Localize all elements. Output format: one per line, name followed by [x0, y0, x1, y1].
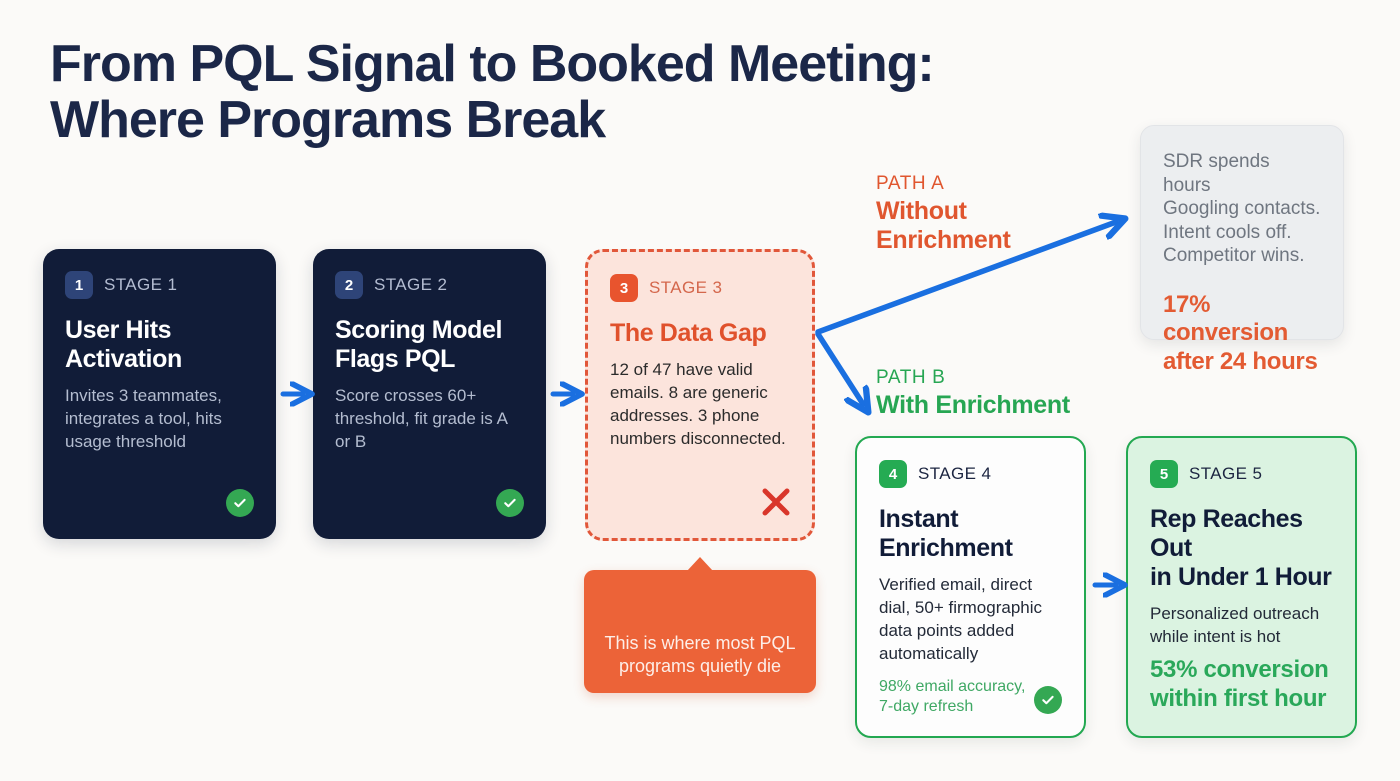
stage-1-check-icon: [226, 489, 254, 517]
stage-5-metric: 53% conversion within first hour: [1150, 656, 1329, 713]
path-a-label: PATH A Without Enrichment: [876, 172, 1011, 255]
path-b-name: With Enrichment: [876, 390, 1070, 419]
stage-5-header: 5 STAGE 5: [1150, 460, 1333, 488]
stage-1-badge: 1: [65, 271, 93, 299]
stage-3-badge: 3: [610, 274, 638, 302]
callout-text: This is where most PQL programs quietly …: [604, 632, 796, 677]
stage-5-title: Rep Reaches Out in Under 1 Hour: [1150, 505, 1332, 591]
path-a-name: Without Enrichment: [876, 196, 1011, 254]
stage-card-1[interactable]: 1 STAGE 1 User Hits Activation Invites 3…: [43, 249, 276, 539]
outcome-without-body: SDR spends hours Googling contacts. Inte…: [1163, 151, 1321, 267]
stage-4-note: 98% email accuracy, 7-day refresh: [879, 678, 1026, 715]
stage-card-4[interactable]: 4 STAGE 4 Instant Enrichment Verified em…: [855, 436, 1086, 738]
outcome-without-metric: 17% conversion after 24 hours: [1163, 290, 1318, 375]
arrow-path-b: [815, 331, 863, 404]
stage-2-title: Scoring Model Flags PQL: [335, 316, 503, 373]
stage-1-title: User Hits Activation: [65, 316, 182, 373]
stage-5-label: STAGE 5: [1189, 464, 1263, 483]
path-b-label: PATH B With Enrichment: [876, 366, 1070, 420]
stage-2-check-icon: [496, 489, 524, 517]
stage-4-header: 4 STAGE 4: [879, 460, 1062, 488]
stage-3-label: STAGE 3: [649, 278, 723, 297]
stage-card-2[interactable]: 2 STAGE 2 Scoring Model Flags PQL Score …: [313, 249, 546, 539]
stage-4-badge: 4: [879, 460, 907, 488]
stage-card-5[interactable]: 5 STAGE 5 Rep Reaches Out in Under 1 Hou…: [1126, 436, 1357, 738]
stage-4-label: STAGE 4: [918, 464, 992, 483]
stage-4-title: Instant Enrichment: [879, 505, 1013, 562]
stage-2-badge: 2: [335, 271, 363, 299]
stage-5-body: Personalized outreach while intent is ho…: [1150, 604, 1320, 646]
stage-2-label: STAGE 2: [374, 275, 448, 294]
stage-3-body: 12 of 47 have valid emails. 8 are generi…: [610, 360, 786, 448]
callout-pointer: [687, 557, 713, 571]
path-b-kicker: PATH B: [876, 367, 946, 388]
stage-4-body: Verified email, direct dial, 50+ firmogr…: [879, 575, 1043, 663]
stage-3-header: 3 STAGE 3: [610, 274, 790, 302]
stage-3-x-icon: [758, 484, 794, 520]
page-title: From PQL Signal to Booked Meeting: Where…: [50, 35, 935, 150]
path-a-kicker: PATH A: [876, 173, 945, 194]
stage-4-check-icon: [1034, 686, 1062, 714]
stage-3-title: The Data Gap: [610, 319, 767, 347]
outcome-without-enrichment[interactable]: SDR spends hours Googling contacts. Inte…: [1140, 125, 1344, 375]
stage-1-body: Invites 3 teammates, integrates a tool, …: [65, 386, 222, 451]
stage-2-body: Score crosses 60+ threshold, fit grade i…: [335, 386, 507, 451]
stage-2-header: 2 STAGE 2: [335, 271, 524, 299]
callout-pql-die: This is where most PQL programs quietly …: [584, 557, 816, 693]
stage-card-3[interactable]: 3 STAGE 3 The Data Gap 12 of 47 have val…: [585, 249, 815, 541]
stage-1-label: STAGE 1: [104, 275, 178, 294]
stage-1-header: 1 STAGE 1: [65, 271, 254, 299]
stage-5-badge: 5: [1150, 460, 1178, 488]
